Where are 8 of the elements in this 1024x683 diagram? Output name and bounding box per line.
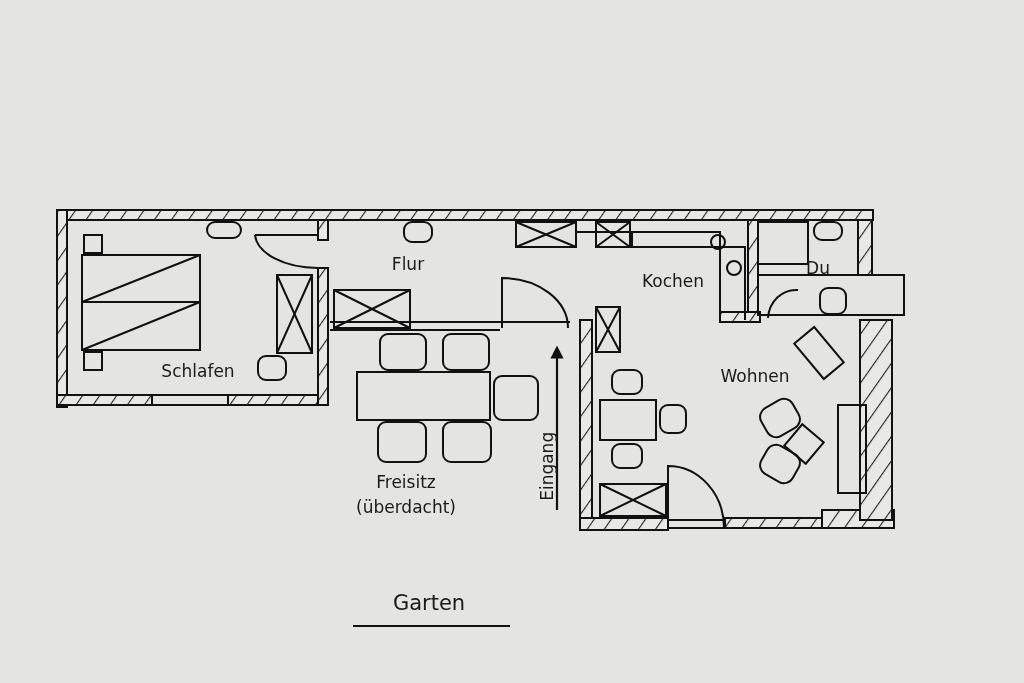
room-label: Freisitz (überdacht) [355,471,457,519]
room-label: Wohnen [719,365,791,388]
room-label: Du [805,257,831,280]
garden-label: Garten [391,590,467,617]
room-label: Flur [390,253,426,276]
entrance-label: Eingang [535,430,558,503]
room-label: Schlafen [160,360,236,383]
room-label: Kochen [640,270,706,293]
